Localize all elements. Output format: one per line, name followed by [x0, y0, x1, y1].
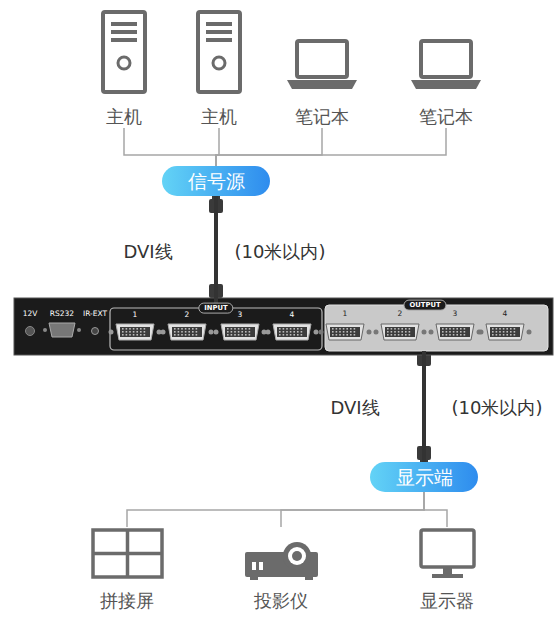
dvi-port [374, 324, 427, 340]
icon-caption: 投影仪 [241, 590, 321, 612]
bracket-line [216, 128, 322, 166]
laptop-icon [287, 41, 357, 89]
dvi-port [266, 324, 319, 340]
port-number: 4 [503, 310, 508, 318]
projector: 投影仪 [241, 527, 321, 612]
bracket-line [281, 492, 424, 527]
dvi-matrix-device [14, 298, 553, 355]
icon-caption: 显示器 [412, 590, 482, 612]
port-number: 3 [238, 311, 243, 319]
dvi-port [319, 324, 372, 340]
dvi-port [479, 324, 532, 340]
pill-label: 信号源 [188, 172, 245, 191]
port-number: 3 [453, 310, 458, 318]
video-wall-icon [93, 530, 162, 577]
dvi-port [161, 324, 214, 340]
laptop: 笔记本 [282, 8, 362, 128]
dvi-port [214, 324, 267, 340]
source-pill: 信号源 [162, 166, 270, 196]
matrix-device: 12V RS232 IR-EXT INPUT 1 2 3 4 OUTPUT 1 2 3 4 [14, 298, 553, 355]
output-panel: OUTPUT1234 [325, 305, 548, 351]
dvi-port [429, 324, 482, 340]
video-wall: 拼接屏 [87, 527, 167, 612]
pill-label: 显示端 [396, 468, 453, 487]
icon-caption: 主机 [94, 106, 154, 128]
icon-caption: 笔记本 [282, 106, 362, 128]
display-pill: 显示端 [370, 462, 478, 492]
icon-caption: 主机 [189, 106, 249, 128]
host-pc: 主机 [94, 8, 154, 128]
laptop-icon [411, 41, 481, 89]
monitor-icon [421, 530, 474, 578]
host-pc: 主机 [189, 8, 249, 128]
bracket-line [216, 128, 446, 166]
group-tab: INPUT [198, 303, 233, 314]
port-number: 1 [133, 311, 138, 319]
monitor: 显示器 [412, 527, 482, 612]
cable-label: DVI线 [123, 240, 172, 264]
icon-caption: 笔记本 [406, 106, 486, 128]
port-label: IR-EXT [83, 310, 107, 318]
cable-label: DVI线 [330, 396, 379, 420]
projector-icon [245, 542, 318, 580]
port-label: 12V [23, 310, 38, 318]
input-panel: INPUT1234 [110, 308, 322, 350]
dvi-port [109, 324, 162, 340]
port-number: 4 [290, 311, 295, 319]
pc-tower-icon [103, 12, 145, 92]
port-number: 1 [343, 310, 348, 318]
length-note: (10米以内) [235, 240, 326, 264]
port-number: 2 [185, 311, 190, 319]
group-tab: OUTPUT [403, 300, 446, 311]
icon-caption: 拼接屏 [87, 590, 167, 612]
bracket-line [124, 128, 216, 166]
port-number: 2 [398, 310, 403, 318]
bracket-line [424, 492, 447, 527]
dvi-cable [422, 351, 426, 462]
dvi-cable [214, 196, 218, 308]
laptop: 笔记本 [406, 8, 486, 128]
pc-tower-icon [198, 12, 240, 92]
bracket-line [127, 492, 424, 527]
length-note: (10米以内) [452, 396, 543, 420]
port-label: RS232 [50, 310, 74, 318]
